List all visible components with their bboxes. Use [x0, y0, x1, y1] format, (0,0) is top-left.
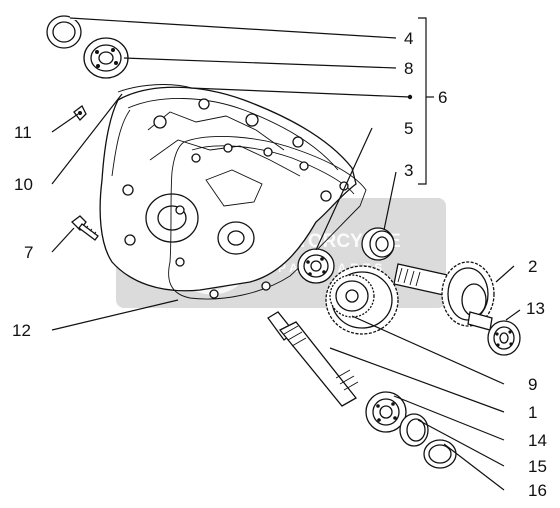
callout-15: 15: [528, 457, 547, 476]
callout-9: 9: [528, 375, 537, 394]
shaft-gear-2: [393, 261, 495, 331]
callout-5: 5: [404, 119, 413, 138]
gasket-12: [168, 136, 367, 300]
circlip-4: [46, 14, 82, 49]
circlip-16: [423, 439, 457, 469]
gear-9: [325, 265, 399, 335]
callout-13: 13: [526, 299, 545, 318]
clip-11: [73, 105, 87, 121]
seal-3: [361, 227, 395, 261]
bolt-7: [71, 215, 99, 241]
callout-14: 14: [528, 431, 547, 450]
callout-3: 3: [404, 161, 413, 180]
bearing-8: [83, 37, 129, 79]
bearing-5: [297, 248, 335, 284]
callout-10: 10: [14, 175, 33, 194]
shaft-1: [267, 311, 359, 407]
callout-labels: 4 8 6 5 3 2 13 9 1 14 15 16 11 10 7 12: [12, 29, 547, 500]
wire-10: [117, 84, 193, 93]
callout-2: 2: [528, 257, 537, 276]
bearing-14: [365, 391, 407, 433]
group-bracket: [418, 17, 434, 185]
callout-11: 11: [14, 123, 32, 142]
callout-12: 12: [12, 321, 31, 340]
leader-lines: [51, 17, 521, 491]
callout-8: 8: [404, 59, 413, 78]
seal-15: [399, 413, 429, 447]
bearing-13: [487, 320, 521, 356]
callout-4: 4: [404, 29, 413, 48]
transmission-housing: [99, 86, 357, 292]
callout-6: 6: [438, 88, 447, 107]
callout-7: 7: [24, 243, 33, 262]
callout-16: 16: [528, 481, 547, 500]
callout-1: 1: [528, 403, 537, 422]
